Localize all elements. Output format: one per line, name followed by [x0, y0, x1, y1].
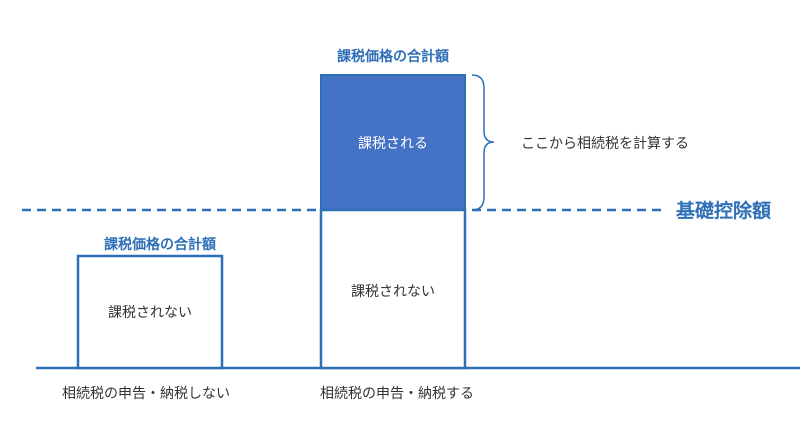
left-untaxed-label: 課税されない — [108, 305, 192, 321]
right-untaxed-label: 課税されない — [351, 284, 435, 300]
left-total-heading: 課税価格の合計額 — [104, 236, 216, 253]
brace-note: ここから相続税を計算する — [521, 135, 689, 152]
right-untaxed-box — [319, 208, 467, 370]
right-taxed-label: 課税される — [358, 136, 428, 152]
basic-deduction-label: 基礎控除額 — [675, 199, 771, 222]
taxable-brace — [471, 74, 495, 211]
right-total-heading: 課税価格の合計額 — [337, 48, 449, 65]
left-case-caption: 相続税の申告・納税しない — [62, 385, 230, 402]
left-untaxed-box — [76, 254, 224, 370]
right-case-caption: 相続税の申告・納税する — [320, 385, 474, 402]
